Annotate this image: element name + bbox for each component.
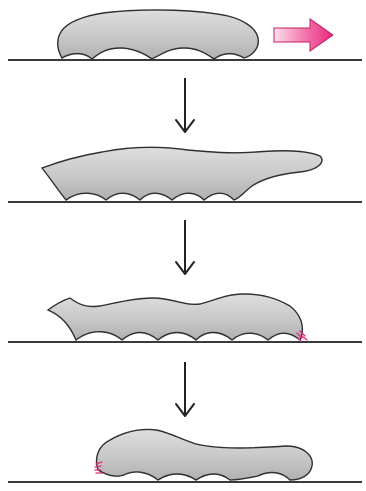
cell-body <box>58 10 259 59</box>
cell-body <box>42 147 322 200</box>
cell-body <box>97 429 313 480</box>
adhesion-mark <box>302 336 307 340</box>
stage-3 <box>8 294 362 342</box>
cell-body <box>48 294 302 340</box>
down-arrow-icon <box>176 78 194 132</box>
stage-2 <box>8 147 362 202</box>
stage-4 <box>8 429 362 482</box>
right-arrow-icon <box>274 19 333 51</box>
down-arrow-icon <box>176 362 194 416</box>
stage-1 <box>8 10 362 60</box>
down-arrow-icon <box>176 220 194 274</box>
